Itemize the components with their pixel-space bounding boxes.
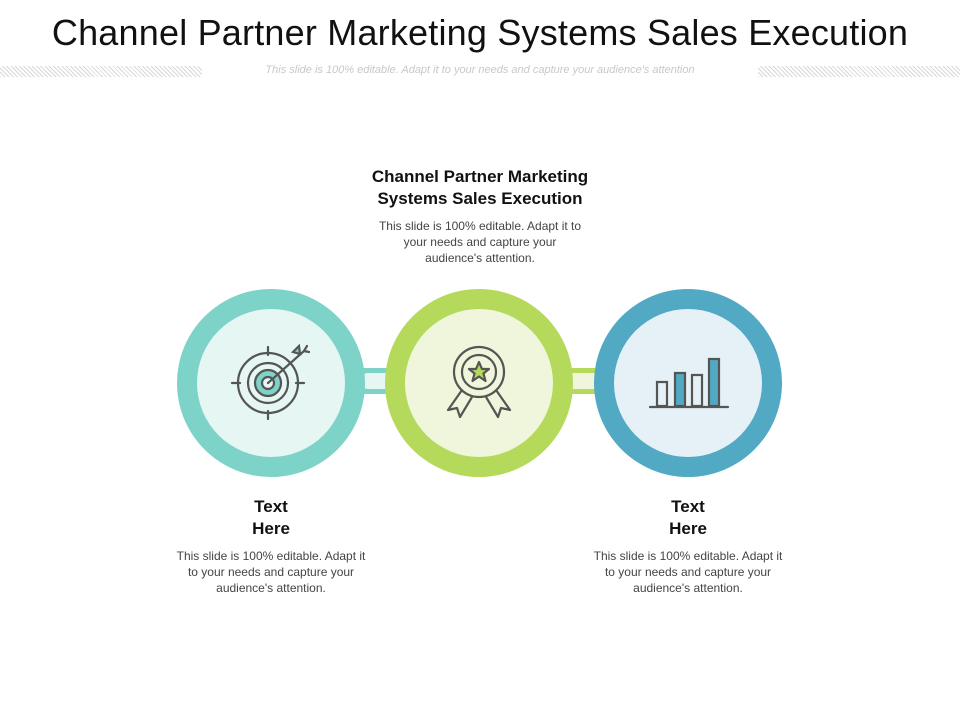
hatch-divider-right [758, 66, 960, 77]
text-block-right: Text Here This slide is 100% editable. A… [587, 496, 789, 596]
block-left-heading-line1: Text [254, 497, 288, 516]
block-right-heading-line1: Text [671, 497, 705, 516]
text-block-top: Channel Partner Marketing Systems Sales … [340, 166, 620, 266]
award-badge-icon [446, 345, 512, 419]
node-award [385, 289, 573, 477]
block-right-heading: Text Here [587, 496, 789, 540]
block-left-heading: Text Here [170, 496, 372, 540]
node-3-fill [614, 309, 762, 457]
block-right-heading-line2: Here [669, 519, 707, 538]
node-chart [594, 289, 782, 477]
block-top-heading: Channel Partner Marketing Systems Sales … [340, 166, 620, 210]
block-top-heading-line2: Systems Sales Execution [377, 189, 583, 208]
node-target [177, 289, 365, 477]
block-top-body: This slide is 100% editable. Adapt it to… [378, 219, 582, 265]
block-left-heading-line2: Here [252, 519, 290, 538]
slide-subtitle: This slide is 100% editable. Adapt it to… [265, 64, 695, 76]
target-icon [230, 343, 311, 421]
text-block-left: Text Here This slide is 100% editable. A… [170, 496, 372, 596]
hatch-divider-left [0, 66, 202, 77]
block-left-body: This slide is 100% editable. Adapt it to… [176, 549, 366, 595]
block-top-heading-line1: Channel Partner Marketing [371, 167, 589, 186]
block-right-body: This slide is 100% editable. Adapt it to… [593, 549, 783, 595]
subtitle-row: This slide is 100% editable. Adapt it to… [0, 64, 960, 80]
slide-title: Channel Partner Marketing Systems Sales … [51, 12, 909, 53]
bar-chart-icon [648, 357, 730, 409]
